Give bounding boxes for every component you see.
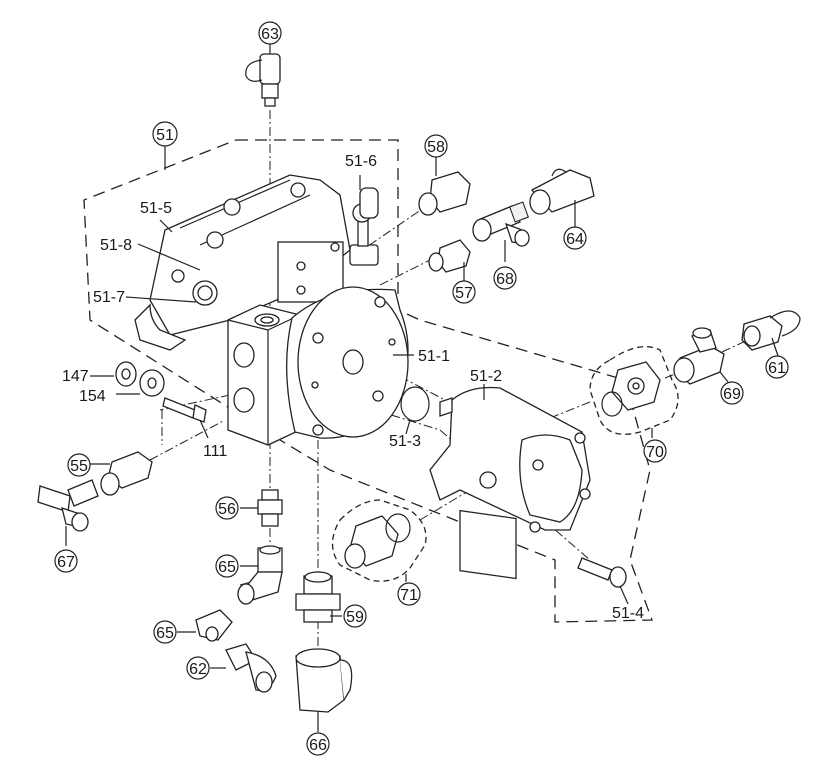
part-68-tee [472, 201, 530, 247]
label-154[interactable]: 154 [79, 388, 106, 405]
callout-55-label: 55 [70, 458, 88, 475]
label-51-6[interactable]: 51-6 [345, 153, 377, 170]
callout-69-label: 69 [723, 386, 741, 403]
part-70-flange [601, 361, 661, 417]
callout-64-label: 64 [566, 231, 584, 248]
part-111-bolt [162, 397, 207, 423]
part-65-elbow-upper [237, 545, 283, 605]
callout-57-label: 57 [455, 285, 473, 302]
part-66-elbow [295, 648, 353, 713]
part-71-flange [344, 513, 411, 569]
part-64-elbow [529, 168, 595, 215]
callout-57[interactable]: 57 [452, 280, 476, 304]
part-59-adapter [295, 571, 341, 623]
callout-66-label: 66 [309, 737, 327, 754]
label-51-3[interactable]: 51-3 [389, 433, 421, 450]
part-147-washer [115, 361, 137, 387]
callout-58[interactable]: 58 [424, 134, 448, 158]
callout-69[interactable]: 69 [720, 381, 744, 405]
label-51-7[interactable]: 51-7 [93, 289, 125, 306]
part-51-pump-body [134, 174, 409, 446]
part-57-adapter [428, 239, 471, 273]
callout-66[interactable]: 66 [306, 732, 330, 756]
callout-62[interactable]: 62 [186, 656, 210, 680]
callout-68[interactable]: 68 [493, 266, 517, 290]
callout-65-lower[interactable]: 65 [153, 620, 177, 644]
callout-65-upper[interactable]: 65 [215, 554, 239, 578]
part-62-elbow [225, 643, 277, 693]
callout-68-label: 68 [496, 271, 514, 288]
label-51-5[interactable]: 51-5 [140, 200, 172, 217]
callout-63-label: 63 [261, 26, 279, 43]
callout-59[interactable]: 59 [343, 604, 367, 628]
assembly-70-boundary [589, 346, 679, 435]
part-56-nipple [257, 489, 283, 527]
part-55-adapter [100, 451, 153, 496]
leader-lines [65, 44, 779, 732]
label-111[interactable]: 111 [203, 443, 227, 460]
part-51-3-o-ring [400, 386, 430, 422]
part-63-test-coupling [245, 53, 281, 107]
label-51-4[interactable]: 51-4 [612, 605, 644, 622]
part-51-4-screw [577, 557, 627, 588]
callout-67-label: 67 [57, 554, 75, 571]
callout-51[interactable]: 51 [152, 121, 178, 147]
callout-65-lower-label: 65 [156, 625, 174, 642]
part-154-washer [139, 369, 165, 397]
callout-67[interactable]: 67 [54, 549, 78, 573]
callout-55[interactable]: 55 [67, 453, 91, 477]
part-65-elbow-lower [195, 609, 233, 642]
callout-61-label: 61 [768, 360, 786, 377]
callout-64[interactable]: 64 [563, 226, 587, 250]
callout-59-label: 59 [346, 609, 364, 626]
callout-71-label: 71 [400, 587, 418, 604]
callout-70[interactable]: 70 [643, 439, 667, 463]
label-51-2[interactable]: 51-2 [470, 368, 502, 385]
callout-56[interactable]: 56 [215, 496, 239, 520]
part-61-elbow [741, 310, 801, 351]
part-67-elbow [37, 479, 99, 532]
callout-61[interactable]: 61 [765, 355, 789, 379]
callout-65-upper-label: 65 [218, 559, 236, 576]
callout-51-label: 51 [156, 127, 174, 144]
part-58-adapter [418, 171, 471, 216]
callout-63[interactable]: 63 [258, 21, 282, 45]
callout-62-label: 62 [189, 661, 207, 678]
assembly-51-boundary [83, 139, 653, 623]
label-147[interactable]: 147 [62, 368, 89, 385]
label-51-1[interactable]: 51-1 [418, 348, 450, 365]
part-69-tee [673, 327, 725, 385]
callout-58-label: 58 [427, 139, 445, 156]
callout-56-label: 56 [218, 501, 236, 518]
label-51-8[interactable]: 51-8 [100, 237, 132, 254]
callout-70-label: 70 [646, 444, 664, 461]
assembly-71-boundary [331, 499, 427, 582]
callout-71[interactable]: 71 [397, 582, 421, 606]
part-51-2-gear-pump [429, 386, 591, 580]
